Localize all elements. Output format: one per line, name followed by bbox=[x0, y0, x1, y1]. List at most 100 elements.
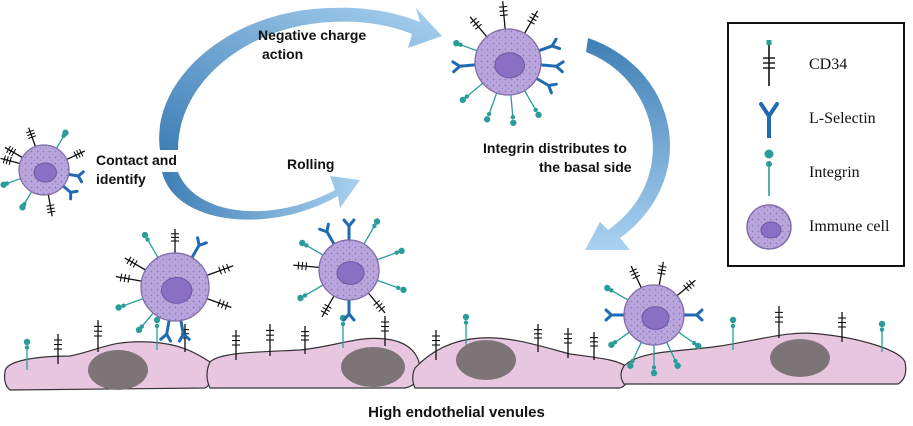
l-selectin-marker bbox=[535, 77, 558, 95]
cd34-marker bbox=[499, 1, 508, 30]
cell-nucleus bbox=[33, 162, 57, 183]
integrin-marker bbox=[55, 129, 69, 149]
immune-cell-rolling-2 bbox=[293, 218, 407, 322]
label-contact-line1: Contact and bbox=[96, 152, 177, 168]
cd34-marker bbox=[381, 316, 389, 346]
endothelial-cell-4 bbox=[620, 332, 907, 385]
cd34-marker bbox=[206, 298, 232, 310]
cd34-marker bbox=[66, 148, 86, 161]
cd34-marker bbox=[432, 330, 440, 360]
integrin-marker bbox=[627, 341, 642, 369]
arrow-integrin-basal bbox=[585, 38, 670, 250]
label-rolling: Rolling bbox=[287, 156, 335, 172]
integrin-marker bbox=[729, 316, 737, 350]
cd34-marker bbox=[320, 295, 335, 318]
surface-markers bbox=[23, 306, 886, 370]
cd34-marker bbox=[46, 194, 56, 217]
l-selectin-marker bbox=[684, 308, 704, 322]
label-negative-charge-line1: Negative charge bbox=[258, 27, 367, 43]
cd34-marker bbox=[301, 326, 309, 354]
integrin-marker bbox=[299, 239, 324, 256]
immune-cells bbox=[0, 1, 704, 377]
l-selectin-marker bbox=[159, 320, 173, 343]
l-selectin-marker bbox=[604, 308, 624, 322]
integrin-marker bbox=[462, 313, 470, 345]
cd34-marker bbox=[367, 292, 386, 314]
cd34-marker bbox=[657, 261, 667, 286]
cd34-marker bbox=[564, 328, 572, 358]
integrin-marker bbox=[135, 312, 154, 334]
integrin-marker bbox=[376, 279, 407, 294]
cd34-marker bbox=[0, 155, 21, 165]
integrin-marker bbox=[297, 284, 324, 302]
l-selectin-marker bbox=[342, 300, 356, 322]
integrin-marker bbox=[510, 94, 517, 126]
cd34-icon bbox=[763, 40, 775, 86]
cd34-marker bbox=[266, 324, 274, 356]
integrin-marker bbox=[459, 82, 484, 104]
process-arrows bbox=[159, 7, 670, 250]
integrin-icon bbox=[764, 149, 774, 196]
integrin-marker bbox=[483, 92, 498, 123]
immune-cell-rolling-1 bbox=[115, 229, 234, 343]
label-negative-charge-line2: action bbox=[262, 46, 304, 62]
label-integrin-line1: Integrin distributes to bbox=[483, 140, 627, 156]
cd34-marker bbox=[124, 256, 146, 271]
l-selectin-marker bbox=[190, 236, 208, 259]
l-selectin-marker bbox=[62, 184, 79, 201]
label-integrin-distributes: Integrin distributes to the basal side bbox=[483, 139, 632, 177]
immune-cell-integrin-basal bbox=[604, 261, 704, 377]
l-selectin-icon bbox=[759, 102, 779, 138]
cell-nucleus bbox=[641, 306, 670, 330]
integrin-marker bbox=[453, 39, 478, 52]
legend-label-cd34: CD34 bbox=[809, 56, 848, 73]
integrin-marker bbox=[115, 298, 144, 311]
cd34-marker bbox=[469, 16, 488, 38]
immune-cell-negative-charge bbox=[451, 1, 565, 126]
cd34-marker bbox=[629, 265, 642, 289]
cd34-marker bbox=[775, 306, 783, 338]
integrin-marker bbox=[141, 231, 159, 258]
integrin-marker bbox=[666, 341, 681, 369]
l-selectin-marker bbox=[538, 37, 562, 53]
integrin-marker bbox=[0, 177, 21, 188]
integrin-marker bbox=[650, 345, 658, 377]
legend-label-l-selectin: L-Selectin bbox=[809, 110, 876, 127]
label-contact-identify: Contact and identify bbox=[96, 151, 177, 189]
cell-nucleus bbox=[160, 276, 193, 304]
legend-label-immune-cell: Immune cell bbox=[809, 218, 890, 235]
l-selectin-marker bbox=[318, 222, 336, 245]
cd34-marker bbox=[523, 10, 539, 34]
endothelial-cell-3 bbox=[412, 337, 630, 389]
immune-cell-icon bbox=[746, 204, 792, 250]
integrin-marker bbox=[604, 284, 629, 301]
label-contact-line2: identify bbox=[96, 171, 146, 187]
integrin-marker bbox=[523, 90, 542, 119]
integrin-marker bbox=[363, 218, 381, 245]
label-negative-charge: Negative charge action bbox=[258, 26, 366, 64]
l-selectin-marker bbox=[342, 218, 356, 240]
l-selectin-marker bbox=[540, 60, 565, 74]
integrin-marker bbox=[376, 247, 405, 261]
cd34-marker bbox=[171, 229, 179, 253]
integrin-marker bbox=[23, 338, 31, 370]
immune-cell-contact bbox=[0, 127, 86, 217]
cd34-marker bbox=[232, 330, 240, 360]
label-integrin-line2: the basal side bbox=[539, 159, 632, 175]
cd34-marker bbox=[94, 320, 102, 352]
cd34-marker bbox=[26, 127, 37, 147]
l-selectin-marker bbox=[177, 320, 191, 343]
integrin-marker bbox=[608, 331, 630, 349]
cell-nucleus bbox=[336, 261, 365, 285]
legend-label-integrin: Integrin bbox=[809, 164, 860, 181]
integrin-marker bbox=[19, 191, 33, 211]
arrow-rolling bbox=[162, 172, 360, 220]
l-selectin-marker bbox=[451, 60, 476, 74]
cd34-marker bbox=[534, 324, 542, 352]
integrin-marker bbox=[878, 320, 886, 352]
cd34-marker bbox=[293, 261, 320, 271]
cd34-marker bbox=[4, 145, 23, 159]
arrow-negative-charge bbox=[159, 7, 443, 151]
endothelium bbox=[3, 332, 907, 391]
